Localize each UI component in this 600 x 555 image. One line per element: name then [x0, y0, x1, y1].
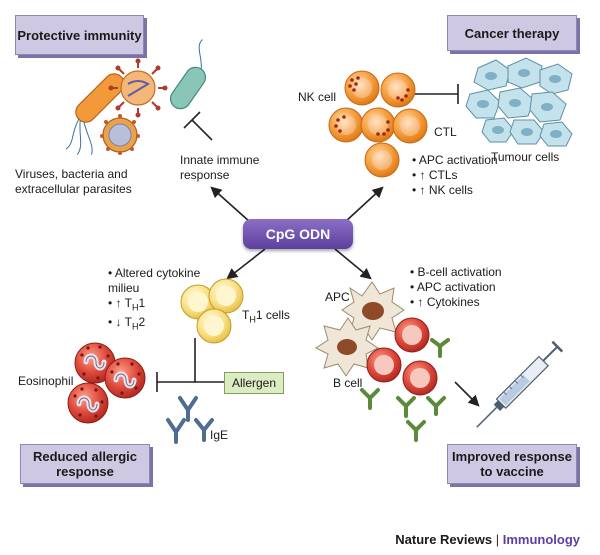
- th1-cells-label: TH1 cells: [242, 308, 290, 325]
- arrow-to-vaccine: [334, 248, 372, 280]
- publisher-name: Nature Reviews: [395, 532, 493, 547]
- bacterium-teal: [169, 39, 207, 110]
- allergy-bullet: • ↓ TH2: [108, 315, 146, 332]
- pathogens-group: [65, 39, 207, 155]
- nk-cell-2: [380, 72, 416, 108]
- parasite-icon: [100, 114, 140, 155]
- tumour-nuclei: [477, 69, 562, 138]
- b-cell-label: B cell: [333, 376, 363, 390]
- ctl-cell-1: [360, 107, 396, 143]
- journal-footer: Nature Reviews | Immunology: [395, 532, 580, 547]
- th1-cell-2: [208, 278, 244, 314]
- apc-label: APC: [325, 290, 350, 304]
- vaccine-bullet: • APC activation: [410, 280, 496, 294]
- ctl-cell-3: [364, 142, 400, 178]
- b-cell-1: [394, 317, 430, 353]
- cancer-bullet: • ↑ NK cells: [412, 183, 473, 197]
- allergy-bullet-list: • Altered cytokine milieu • ↑ TH1 • ↓ TH…: [108, 266, 218, 335]
- ctl-label: CTL: [434, 125, 457, 139]
- allergy-bullet: • Altered cytokine milieu: [108, 266, 201, 295]
- arrow-to-cancer: [344, 186, 384, 223]
- ige-antibodies: [166, 396, 214, 444]
- eosinophil-1: [74, 342, 116, 384]
- vaccine-bullet-list: • B-cell activation • APC activation • ↑…: [410, 265, 502, 310]
- eosinophil-3: [67, 382, 109, 424]
- footer-separator: |: [495, 532, 500, 547]
- allergy-bullet: • ↑ TH1: [108, 296, 146, 313]
- apc-cells-group: [315, 281, 405, 377]
- arrow-to-vaccine-syringe: [454, 381, 480, 407]
- th1-cells-group: [180, 278, 244, 344]
- nk-cell-1: [344, 70, 380, 106]
- antibodies-group: [360, 338, 450, 442]
- th1-cell-3: [196, 308, 232, 344]
- arrow-to-innate: [210, 186, 251, 223]
- ige-label: IgE: [210, 428, 229, 442]
- b-cells-group: [366, 317, 438, 396]
- journal-name: Immunology: [502, 532, 580, 547]
- protective-immunity-box: Protective immunity: [15, 15, 144, 55]
- virus-icon: [108, 58, 168, 118]
- cancer-bullet: • APC activation: [412, 153, 498, 167]
- pathogens-label: Viruses, bacteria and extracellular para…: [15, 167, 132, 196]
- improved-response-to-vaccine-box: Improved response to vaccine: [447, 444, 577, 484]
- nk-cell-label: NK cell: [298, 90, 337, 104]
- arrow-to-allergy: [226, 248, 266, 280]
- innate-inhibition: [183, 111, 213, 141]
- cpg-odn-center: CpG ODN: [243, 219, 353, 249]
- eosinophils-group: [67, 342, 146, 424]
- b-cell-2: [366, 347, 402, 383]
- vaccine-bullet: • B-cell activation: [410, 265, 502, 279]
- innate-response-label: Innate immune response: [180, 153, 260, 182]
- eosinophil-2: [104, 357, 146, 399]
- tumour-cells-label: Tumour cells: [491, 150, 560, 164]
- allergen-tag: Allergen: [224, 372, 284, 394]
- cancer-therapy-box: Cancer therapy: [447, 15, 577, 51]
- center-arrows: [210, 186, 384, 280]
- vaccine-bullet: • ↑ Cytokines: [410, 295, 480, 309]
- cancer-bullet-list: • APC activation • ↑ CTLs • ↑ NK cells: [412, 153, 498, 198]
- eosinophil-label: Eosinophil: [18, 374, 74, 388]
- th1-inhibition: [156, 338, 224, 392]
- reduced-allergic-response-box: Reduced allergic response: [20, 444, 150, 484]
- ctl-cell-2: [392, 108, 428, 144]
- nk-cell-3: [328, 107, 364, 143]
- killer-cells-group: [328, 70, 428, 178]
- tumour-inhibition: [410, 84, 459, 104]
- vaccine-syringe-icon: [476, 340, 564, 428]
- apc-cell-2: [315, 317, 379, 377]
- cancer-bullet: • ↑ CTLs: [412, 168, 458, 182]
- b-cell-3: [402, 360, 438, 396]
- apc-cell-1: [341, 281, 405, 341]
